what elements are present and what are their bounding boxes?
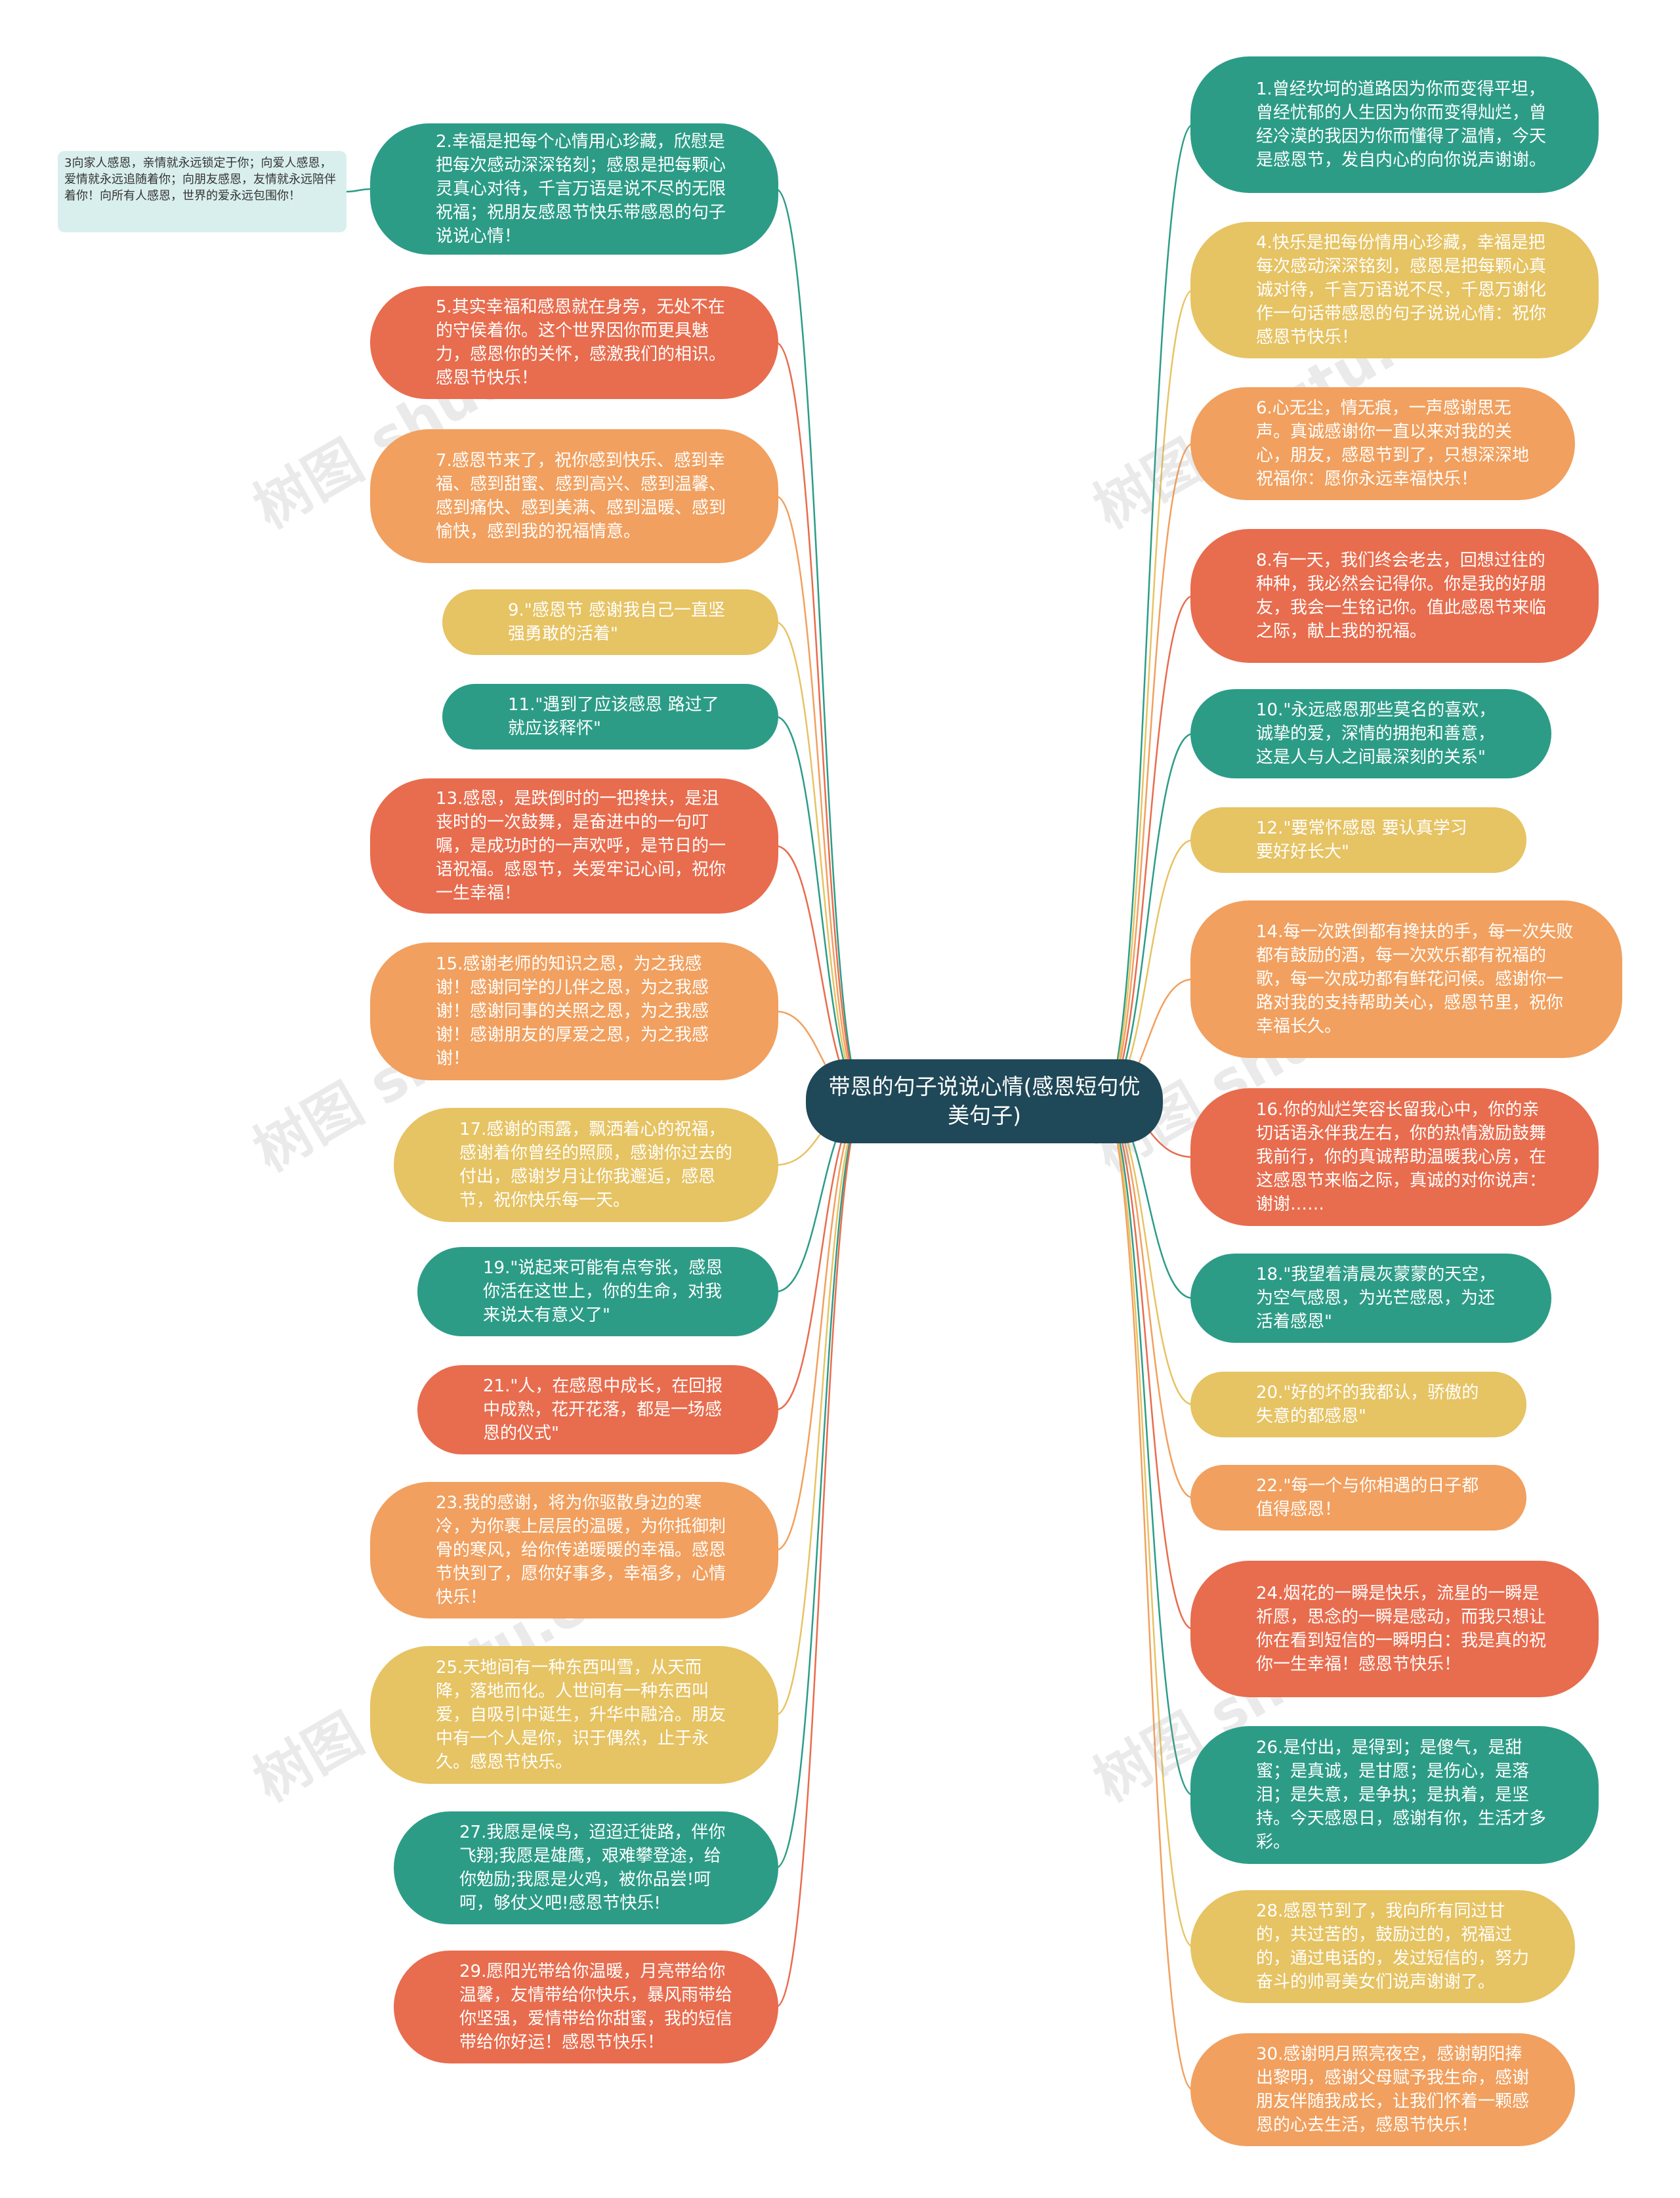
connector-line (1102, 123, 1194, 1103)
mindmap-node-12[interactable]: 12."要常怀感恩 要认真学习 要好好长大" (1190, 807, 1526, 873)
connector-line (1102, 732, 1194, 1103)
mindmap-node-7[interactable]: 7.感恩节来了，祝你感到快乐、感到幸福、感到甜蜜、感到高兴、感到温馨、感到痛快、… (370, 429, 778, 563)
mindmap-node-30[interactable]: 30.感谢明月照亮夜空，感谢朝阳捧出黎明，感谢父母赋予我生命，感谢朋友伴随我成长… (1190, 2033, 1575, 2146)
connector-line (1102, 289, 1194, 1103)
mindmap-node-23[interactable]: 23.我的感谢，将为你驱散身边的寒冷，为你裹上层层的温暖，为你抵御刺骨的寒风，给… (370, 1482, 778, 1618)
mindmap-node-9[interactable]: 9."感恩节 感谢我自己一直坚强勇敢的活着" (442, 589, 778, 655)
mindmap-node-14[interactable]: 14.每一次跌倒都有搀扶的手，每一次失败都有鼓励的酒，每一次欢乐都有祝福的歌，每… (1190, 900, 1622, 1058)
mindmap-node-29[interactable]: 29.愿阳光带给你温暖，月亮带给你温馨，友情带给你快乐，暴风雨带给你坚强，爱情带… (394, 1951, 778, 2063)
mindmap-node-2[interactable]: 2.幸福是把每个心情用心珍藏，欣慰是把每次感动深深铭刻；感恩是把每颗心灵真心对待… (370, 123, 778, 255)
connector-line (775, 188, 867, 1103)
side-note: 3向家人感恩，亲情就永远锁定于你；向爱人感恩，爱情就永远追随着你；向朋友感恩，友… (58, 151, 346, 232)
mindmap-node-19[interactable]: 19."说起来可能有点夸张，感恩你活在这世上，你的生命，对我来说太有意义了" (417, 1247, 778, 1336)
mindmap-node-22[interactable]: 22."每一个与你相遇的日子都值得感恩！ (1190, 1465, 1526, 1531)
connector-line (346, 188, 373, 193)
mindmap-node-21[interactable]: 21."人，在感恩中成长，在回报中成熟，花开花落，都是一场感恩的仪式" (417, 1365, 778, 1454)
mindmap-node-16[interactable]: 16.你的灿烂笑容长留我心中，你的亲切话语永伴我左右，你的热情激励鼓舞我前行，你… (1190, 1088, 1599, 1226)
connector-line (1102, 1100, 1194, 1796)
central-topic[interactable]: 带恩的句子说说心情(感恩短句优美句子) (806, 1059, 1163, 1143)
mindmap-node-13[interactable]: 13.感恩，是跌倒时的一把搀扶，是沮丧时的一次鼓舞，是奋进中的一句叮嘱，是成功时… (370, 778, 778, 914)
connector-line (775, 621, 867, 1103)
mindmap-node-10[interactable]: 10."永远感恩那些莫名的喜欢，诚挚的爱，深情的拥抱和善意，这是人与人之间最深刻… (1190, 689, 1551, 778)
mindmap-node-8[interactable]: 8.有一天，我们终会老去，回想过往的种种，我必然会记得你。你是我的好朋友，我会一… (1190, 529, 1599, 663)
mindmap-node-20[interactable]: 20."好的坏的我都认，骄傲的失意的都感恩" (1190, 1372, 1526, 1437)
connector-line (775, 1100, 867, 2008)
connector-line (775, 1100, 867, 1411)
mindmap-node-25[interactable]: 25.天地间有一种东西叫雪，从天而降，落地而化。人世间有一种东西叫爱，自吸引中诞… (370, 1646, 778, 1784)
connector-line (775, 341, 867, 1103)
mindmap-node-27[interactable]: 27.我愿是候鸟，迢迢迁徙路，伴你飞翔;我愿是雄鹰，艰难攀登途，给你勉励;我愿是… (394, 1811, 778, 1924)
connector-line (1102, 442, 1194, 1103)
connector-line (1102, 1100, 1194, 1948)
connector-line (1102, 1100, 1194, 1630)
connector-line (775, 495, 867, 1103)
mindmap-node-6[interactable]: 6.心无尘，情无痕，一声感谢思无声。真诚感谢你一直以来对我的关心，朋友，感恩节到… (1190, 387, 1575, 500)
mindmap-node-11[interactable]: 11."遇到了应该感恩 路过了就应该释怀" (442, 684, 778, 750)
connector-line (775, 715, 867, 1103)
connector-line (1102, 1100, 1194, 2091)
mindmap-node-15[interactable]: 15.感谢老师的知识之恩，为之我感谢！感谢同学的儿伴之恩，为之我感谢！感谢同事的… (370, 942, 778, 1080)
mindmap-node-1[interactable]: 1.曾经坎坷的道路因为你而变得平坦，曾经忧郁的人生因为你而变得灿烂，曾经冷漠的我… (1190, 56, 1599, 193)
mindmap-node-5[interactable]: 5.其实幸福和感恩就在身旁，无处不在的守侯着你。这个世界因你而更具魅力，感恩你的… (370, 286, 778, 399)
mindmap-node-17[interactable]: 17.感谢的雨露，飘洒着心的祝福，感谢着你曾经的照顾，感谢你过去的付出，感谢岁月… (394, 1108, 778, 1222)
mindmap-node-28[interactable]: 28.感恩节到了，我向所有同过甘的，共过苦的，鼓励过的，祝福过的，通过电话的，发… (1190, 1890, 1575, 2003)
mindmap-node-26[interactable]: 26.是付出，是得到；是傻气，是甜蜜；是真诚，是甘愿；是伤心，是落泪；是失意，是… (1190, 1726, 1599, 1864)
connector-line (775, 1100, 867, 1869)
mindmap-node-4[interactable]: 4.快乐是把每份情用心珍藏，幸福是把每次感动深深铭刻，感恩是把每颗心真诚对待，千… (1190, 222, 1599, 358)
mindmap-node-24[interactable]: 24.烟花的一瞬是快乐，流星的一瞬是祈愿，思念的一瞬是感动，而我只想让你在看到短… (1190, 1561, 1599, 1697)
mindmap-node-18[interactable]: 18."我望着清晨灰蒙蒙的天空，为空气感恩，为光芒感恩，为还活着感恩" (1190, 1254, 1551, 1343)
